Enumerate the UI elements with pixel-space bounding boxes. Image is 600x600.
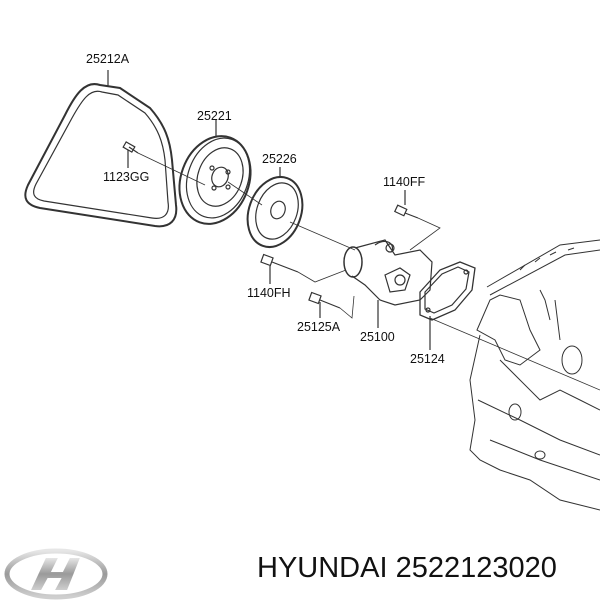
engine-block	[469, 239, 600, 511]
water-pump	[343, 239, 433, 328]
bolt-1123gg	[122, 141, 206, 186]
part-label-crank-pulley: 25221	[197, 109, 232, 123]
hyundai-logo-icon	[4, 548, 108, 600]
part-label-bolt-1140fh: 1140FH	[247, 286, 291, 300]
part-label-belt: 25212A	[86, 52, 130, 66]
bolt-1140ff	[393, 190, 441, 251]
part-label-pump-pulley: 25226	[262, 152, 297, 166]
part-label-bolt-25125a: 25125A	[297, 320, 341, 334]
part-label-bolt-1140ff: 1140FF	[383, 175, 426, 189]
part-label-bolt-1123gg: 1123GG	[103, 170, 150, 184]
water-pump-pulley	[246, 167, 356, 251]
gasket	[419, 261, 600, 391]
part-caption: HYUNDAI 2522123020	[257, 552, 557, 584]
part-label-gasket: 25124	[410, 352, 445, 366]
part-label-water-pump: 25100	[360, 330, 395, 344]
crankshaft-pulley	[178, 120, 263, 225]
bolt-1140fh	[260, 253, 347, 284]
bolt-25125a	[308, 291, 355, 319]
drive-belt	[24, 70, 178, 228]
